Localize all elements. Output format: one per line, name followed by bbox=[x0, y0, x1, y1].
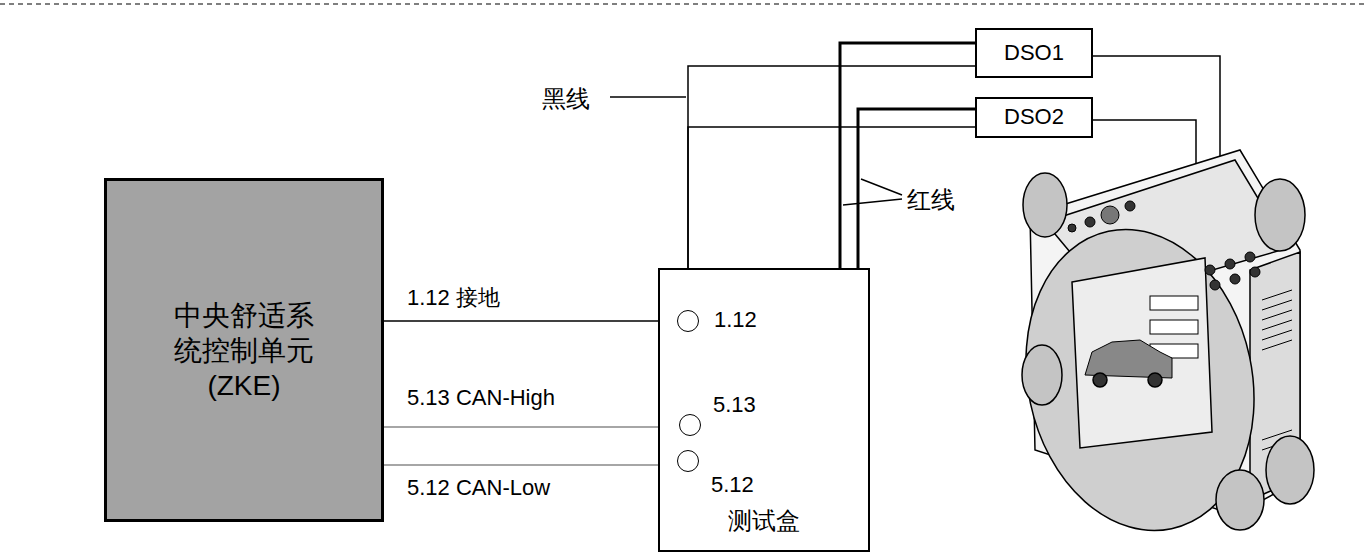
pin-label: 1.12 bbox=[714, 308, 757, 332]
test-jack: 5.12 bbox=[677, 450, 699, 472]
leader-line bbox=[861, 179, 902, 195]
car-wheel bbox=[1093, 373, 1107, 387]
callout-label: 黑线 bbox=[540, 83, 592, 115]
dashed-border bbox=[0, 3, 1367, 5]
screen-field bbox=[1150, 320, 1198, 334]
test-box: 测试盒 1.12 5.13 5.12 bbox=[658, 268, 870, 552]
car-picture bbox=[1085, 340, 1172, 378]
wire-colour-label: 红线 bbox=[905, 184, 957, 216]
wire bbox=[384, 320, 658, 322]
wire-colour-label: 黑线 bbox=[540, 83, 592, 115]
screen-frame bbox=[999, 208, 1281, 552]
signal-label-holder: 5.12 CAN-Low bbox=[405, 475, 552, 501]
control-unit: 中央舒适系 统控制单元 (ZKE) bbox=[104, 178, 384, 522]
wire bbox=[384, 464, 658, 466]
oscilloscope-channel: DSO2 bbox=[975, 97, 1093, 138]
pin-label: 5.13 bbox=[713, 393, 756, 417]
test-jack: 5.13 bbox=[679, 414, 701, 436]
pin-label: 5.12 bbox=[711, 473, 754, 497]
wire bbox=[384, 426, 658, 428]
tester-jacks bbox=[1068, 201, 1260, 290]
node-text: 中央舒适系 统控制单元 (ZKE) bbox=[170, 298, 318, 403]
corner-bumpers bbox=[1022, 173, 1314, 530]
car-wheel bbox=[1148, 373, 1162, 387]
signal-label: 5.12 CAN-Low bbox=[405, 475, 552, 501]
signal-label: 1.12 接地 bbox=[405, 283, 502, 313]
screen-field bbox=[1150, 296, 1198, 310]
node-text: 测试盒 bbox=[728, 507, 800, 536]
callout-label: 红线 bbox=[905, 184, 957, 216]
signal-label-holder: 5.13 CAN-High bbox=[405, 385, 557, 411]
node-text: DSO1 bbox=[1004, 40, 1064, 66]
leader-line bbox=[610, 96, 686, 98]
oscilloscope-channel: DSO1 bbox=[975, 28, 1093, 78]
signal-label-holder: 1.12 接地 bbox=[405, 283, 502, 313]
diagnostic-tester bbox=[999, 150, 1314, 552]
node-text: DSO2 bbox=[1004, 104, 1064, 130]
vent-slots bbox=[1262, 290, 1292, 450]
signal-label: 5.13 CAN-High bbox=[405, 385, 557, 411]
leader-line bbox=[843, 199, 902, 205]
screen bbox=[1072, 258, 1212, 448]
test-jack: 1.12 bbox=[677, 310, 699, 332]
